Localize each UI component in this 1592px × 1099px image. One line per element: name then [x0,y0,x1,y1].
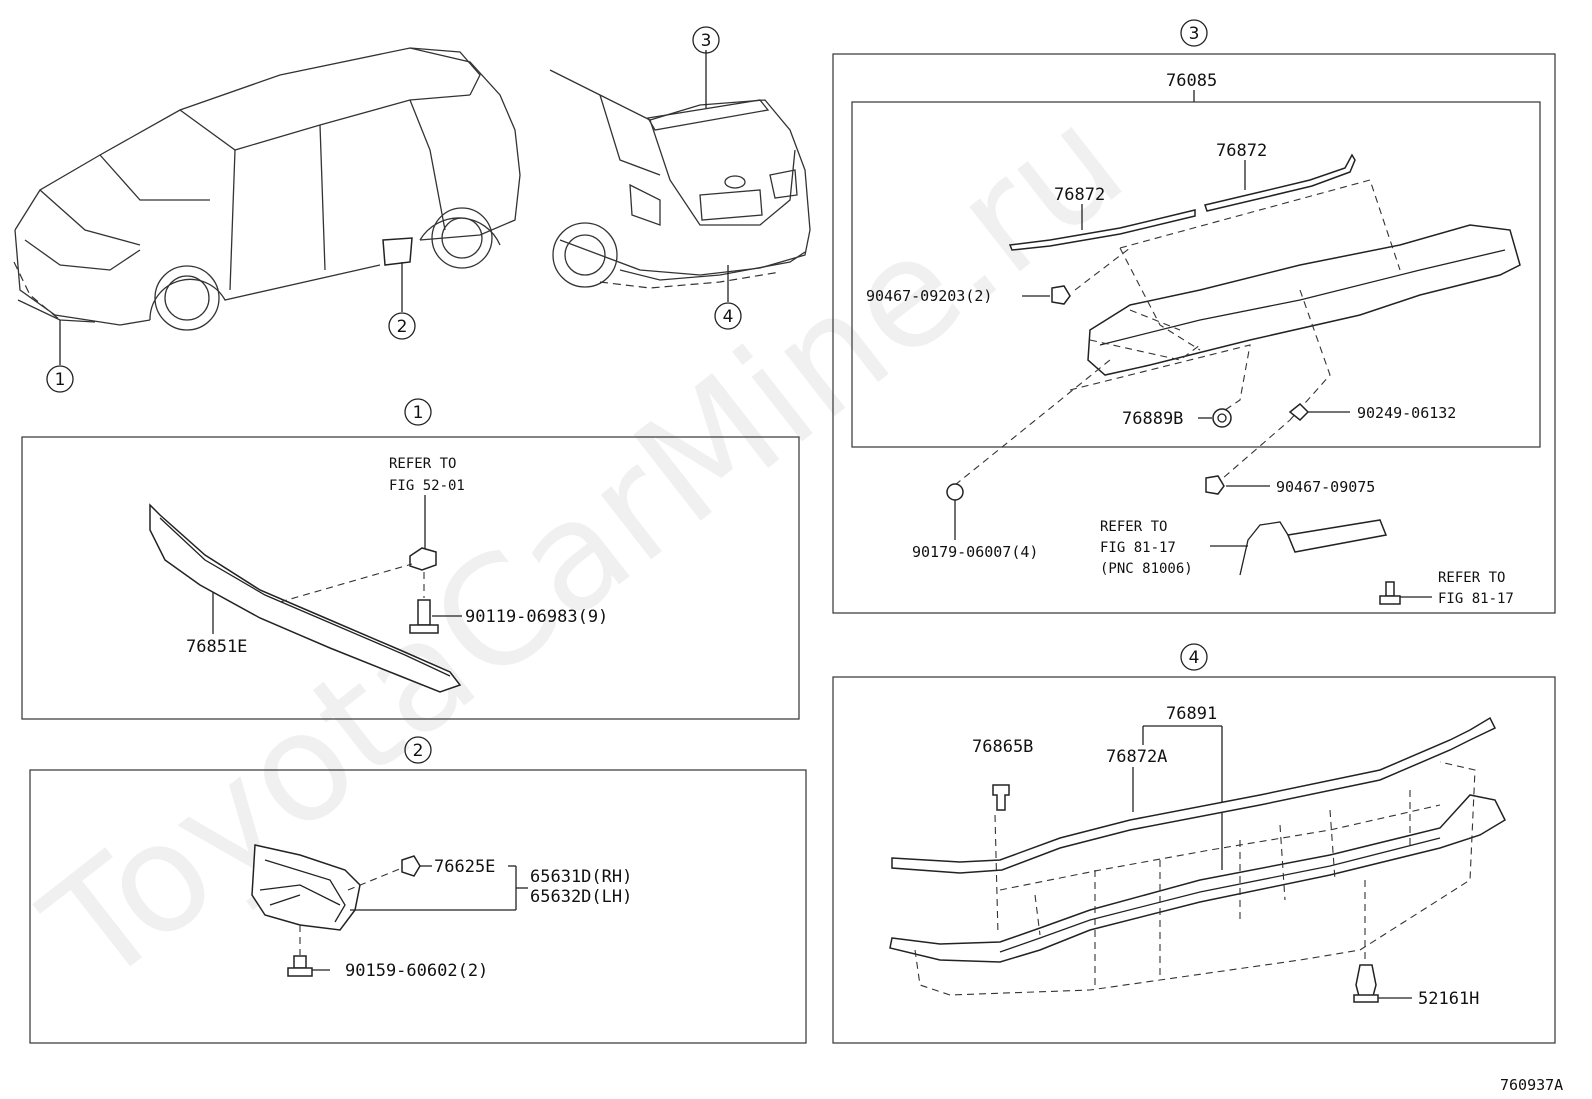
trim-strip-right[interactable] [1204,153,1356,212]
part-number-65631D-RH[interactable]: 65631D(RH) [530,867,632,887]
part-number-76865B[interactable]: 76865B [972,737,1033,757]
part-number-76872-right[interactable]: 76872 [1216,141,1267,161]
nut-clip-icon [409,547,437,571]
part-number-90159-60602[interactable]: 90159-60602(2) [345,961,488,981]
grommet-icon [1212,408,1232,428]
high-mount-stop-lamp-icon [1286,519,1388,553]
part-number-90119-06983[interactable]: 90119-06983(9) [465,607,608,627]
svg-text:1: 1 [55,370,66,390]
section-3-outer-panel [832,53,1556,614]
rear-lower-spoiler-part[interactable] [889,794,1506,963]
trim-strip-left[interactable] [1008,209,1196,251]
car-rear-view-illustration [549,50,811,302]
part-number-90467-09203[interactable]: 90467-09203(2) [866,287,992,305]
section-4-header: 4 [1180,643,1208,671]
clip-icon-b [1205,475,1225,495]
part-number-76085[interactable]: 76085 [1166,71,1217,91]
push-rivet-icon [992,784,1010,811]
lamp-wire [1239,521,1289,576]
callout-3-overview: 3 [692,26,720,54]
part-number-52161H[interactable]: 52161H [1418,989,1479,1009]
section-1-refer-line-2: FIG 52-01 [389,478,465,494]
section-4-panel [832,676,1556,1044]
section-3-refer-lamp-line-2: FIG 81-17 [1100,540,1176,556]
section-2-panel [29,769,807,1044]
part-number-76891[interactable]: 76891 [1166,704,1217,724]
part-number-90467-09075[interactable]: 90467-09075 [1276,478,1375,496]
callout-1-overview: 1 [46,365,74,393]
svg-text:3: 3 [1189,24,1200,44]
callout-2-overview: 2 [388,312,416,340]
car-front-view-illustration [13,47,521,365]
part-number-90179-06007[interactable]: 90179-06007(4) [912,543,1038,561]
svg-text:3: 3 [701,31,712,51]
part-number-65632D-LH[interactable]: 65632D(LH) [530,887,632,907]
svg-text:2: 2 [397,317,408,337]
section-3-header: 3 [1180,19,1208,47]
section-3-inner-panel [851,101,1541,448]
section-2-header: 2 [404,736,432,764]
rear-spoiler-part[interactable] [1087,224,1521,376]
part-number-76851E[interactable]: 76851E [186,637,247,657]
section-3-refer-bolt-line-1: REFER TO [1438,570,1505,586]
clip-icon-a [1051,285,1071,305]
callout-4-overview: 4 [714,302,742,330]
section-3-refer-lamp-line-1: REFER TO [1100,519,1167,535]
svg-text:2: 2 [413,741,424,761]
part-number-76625E[interactable]: 76625E [434,857,495,877]
section-1-panel [21,436,800,720]
bolt-icon-lamp [1385,581,1395,597]
svg-text:4: 4 [1189,648,1200,668]
section-3-refer-lamp-line-3: (PNC 81006) [1100,561,1193,577]
part-number-76872-left[interactable]: 76872 [1054,185,1105,205]
figure-code: 760937A [1500,1076,1563,1094]
section-1-header: 1 [404,398,432,426]
section-1-refer-line-1: REFER TO [389,456,456,472]
section-3-refer-bolt-line-2: FIG 81-17 [1438,591,1514,607]
part-number-76889B[interactable]: 76889B [1122,409,1183,429]
svg-text:1: 1 [413,403,424,423]
screw-icon [417,599,431,626]
bolt-icon [293,955,307,969]
push-clip-icon [401,855,421,877]
rear-trim-molding[interactable] [891,716,1497,874]
svg-text:4: 4 [723,307,734,327]
nut-icon [946,483,964,501]
part-number-90249-06132[interactable]: 90249-06132 [1357,404,1456,422]
part-number-76872A[interactable]: 76872A [1106,747,1167,767]
